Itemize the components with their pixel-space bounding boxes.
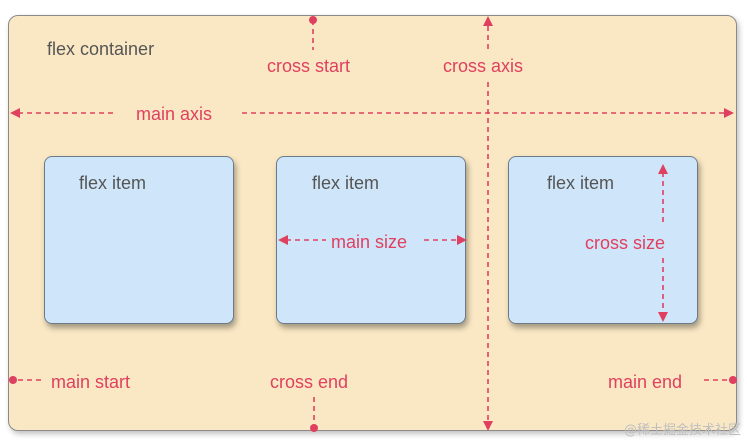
cross-size-arrow-down [658,312,668,322]
cross-start-dot [309,16,317,24]
cross-size-arrow-up [658,164,668,174]
flex-item-1 [44,156,234,324]
main-start-dot [9,376,17,384]
watermark: @稀土掘金技术社区 [623,423,741,438]
cross-size-label: cross size [585,233,666,253]
flex-item-1-label: flex item [79,173,147,193]
cross-axis-label: cross axis [443,56,524,76]
cross-axis-arrow-down [483,421,493,431]
main-end-label: main end [608,372,683,392]
main-start-label: main start [51,372,131,392]
main-end-dot [729,376,737,384]
main-axis-arrow-left [10,108,20,118]
main-axis-label: main axis [136,104,213,124]
flex-item-2-label: flex item [312,173,380,193]
flex-container-label: flex container [47,39,155,59]
cross-end-label: cross end [270,372,349,392]
main-size-label: main size [331,232,408,252]
cross-axis-arrow-up [483,16,493,26]
main-size-arrow-right [457,235,467,245]
main-size-arrow-left [278,235,288,245]
flex-item-3 [508,156,698,324]
cross-end-dot [310,424,318,432]
main-axis-arrow-right [724,108,734,118]
cross-start-label: cross start [267,56,351,76]
flex-item-3-label: flex item [547,173,615,193]
